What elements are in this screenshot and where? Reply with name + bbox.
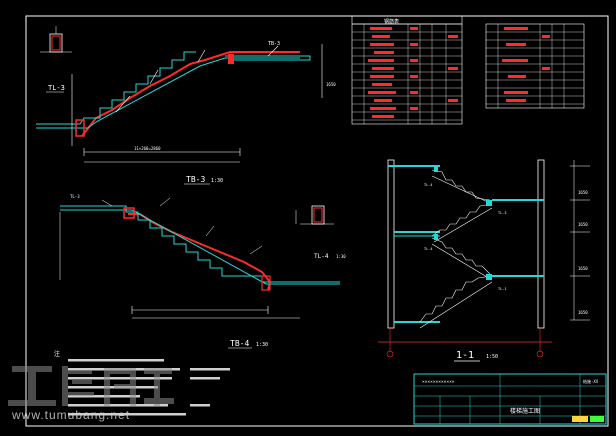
tl3-beam-detail: [40, 26, 72, 53]
svg-text:1650: 1650: [326, 82, 336, 87]
tl3-label: TL-3: [48, 84, 65, 92]
title-block: [413, 373, 607, 425]
tl4-beam-detail: [295, 205, 334, 225]
svg-text:TL-1: TL-1: [498, 287, 506, 291]
svg-text:TL-4: TL-4: [424, 247, 432, 251]
tb3-scale: 1:30: [211, 178, 223, 184]
svg-text:TL-4: TL-4: [424, 183, 432, 187]
svg-text:钢筋表: 钢筋表: [384, 18, 399, 25]
stair-run-tb4: TL-3: [59, 194, 340, 319]
rebar-table-left: 钢筋表: [351, 15, 463, 125]
stair-run-tb-upper: TB-3 11×260=2860 1650: [36, 41, 336, 163]
svg-text:11×260=2860: 11×260=2860: [134, 146, 161, 151]
tumubang-logo: [8, 366, 174, 406]
svg-text:1650: 1650: [578, 222, 588, 227]
svg-text:TL-3: TL-3: [498, 211, 506, 215]
tb4-label: TB-4: [230, 339, 249, 348]
section-label: 1-1: [456, 350, 474, 361]
svg-text:1650: 1650: [578, 190, 588, 195]
svg-text:1650: 1650: [578, 310, 588, 315]
svg-text:TB-3: TB-3: [268, 41, 280, 47]
project-name: ××××××××××××: [422, 380, 455, 385]
rebar-table-right: [485, 23, 585, 109]
drawing-frame: [25, 15, 609, 427]
watermark-url: www.tumubang.net: [12, 408, 131, 422]
section-1-1: 1650 1650 1650 1650 TL-4 TL-3 TL-4 TL-1: [378, 159, 590, 358]
section-scale: 1:50: [486, 354, 498, 360]
tb3-label: TB-3: [186, 175, 205, 184]
svg-text:1650: 1650: [578, 266, 588, 271]
tl4-scale: 1:30: [336, 254, 346, 259]
drawing-name: 楼梯施工图: [510, 407, 540, 415]
svg-text:TL-3: TL-3: [70, 194, 80, 199]
tl4-label: TL-4: [314, 253, 329, 260]
notes-heading: 注: [54, 350, 60, 358]
tb4-scale: 1:30: [256, 342, 268, 348]
sheet-number: 结施-XX: [583, 378, 599, 384]
